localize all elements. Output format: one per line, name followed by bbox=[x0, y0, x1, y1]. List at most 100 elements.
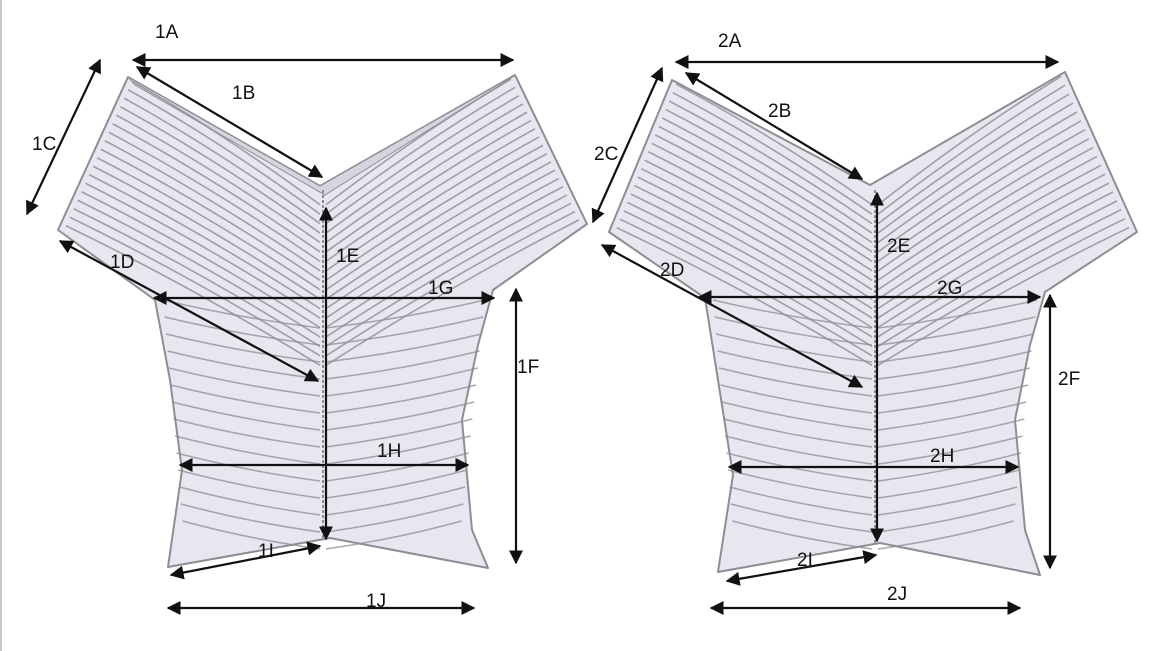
measure-1i-arrow bbox=[169, 541, 322, 580]
measure-2d-arrow bbox=[600, 244, 864, 388]
pleat-line bbox=[877, 191, 1114, 329]
pleat-line bbox=[325, 350, 480, 380]
pleat-line bbox=[729, 486, 873, 516]
pleat-line bbox=[325, 219, 580, 366]
measure-2i-arrow bbox=[725, 550, 878, 586]
pleat-line bbox=[325, 316, 484, 346]
pleat-line bbox=[723, 418, 873, 448]
pleat-line bbox=[877, 418, 1025, 448]
pleat-line bbox=[877, 384, 1029, 414]
pleat-line bbox=[325, 161, 552, 300]
label-2b: 2B bbox=[768, 101, 791, 122]
measure-1d-arrow bbox=[58, 240, 320, 382]
fabric-garment bbox=[57, 74, 588, 569]
pleat-line bbox=[877, 217, 1126, 357]
pleat-line bbox=[170, 384, 321, 414]
measurement-labels: 1A 1B 1C 1D 1E 1F 1G 1H 1I 1J bbox=[32, 22, 539, 612]
label-1f: 1F bbox=[517, 357, 539, 378]
label-1j: 1J bbox=[366, 591, 386, 612]
pleat-line bbox=[325, 486, 466, 516]
pleat-line bbox=[325, 169, 556, 310]
pleat-line bbox=[877, 350, 1032, 380]
pleat-line bbox=[325, 384, 477, 414]
pleat-line bbox=[325, 469, 468, 499]
pleat-line bbox=[325, 152, 548, 291]
label-1h: 1H bbox=[377, 441, 401, 462]
pleat-line bbox=[658, 125, 873, 253]
pleat-line bbox=[877, 520, 1014, 550]
pleat-line bbox=[180, 503, 321, 533]
label-2f: 2F bbox=[1058, 369, 1080, 390]
pleat-line bbox=[877, 316, 1036, 346]
pleat-line bbox=[325, 103, 524, 234]
pleat-line bbox=[877, 137, 1090, 272]
label-2h: 2H bbox=[930, 446, 954, 467]
pleat-line bbox=[877, 200, 1118, 338]
label-1g: 1G bbox=[428, 278, 453, 299]
measurement-arrows bbox=[26, 53, 523, 615]
pleat-line bbox=[877, 503, 1016, 533]
label-2j: 2J bbox=[887, 584, 907, 605]
fabric-garment bbox=[608, 71, 1138, 576]
pleat-line bbox=[325, 86, 516, 215]
figure-2-bodice: 2A 2B 2C 2D 2E 2F 2G 2H 2I 2J bbox=[591, 31, 1138, 615]
pleat-line bbox=[877, 111, 1078, 244]
pleat-line bbox=[877, 155, 1098, 291]
pleat-line bbox=[732, 520, 873, 550]
pleat-line bbox=[325, 210, 576, 357]
label-2d: 2D bbox=[660, 260, 684, 281]
pleat-line bbox=[177, 469, 321, 499]
pleat-line bbox=[325, 111, 528, 244]
pleat-line bbox=[877, 84, 1066, 215]
label-1d: 1D bbox=[110, 252, 134, 273]
measure-2b-arrow bbox=[684, 72, 864, 180]
measurement-labels: 2A 2B 2C 2D 2E 2F 2G 2H 2I 2J bbox=[594, 31, 1080, 605]
figure-1-bodice: 1A 1B 1C 1D 1E 1F 1G 1H 1I 1J bbox=[26, 22, 588, 615]
pleat-line bbox=[730, 503, 873, 533]
fabric-outline bbox=[608, 71, 1138, 576]
pleat-line bbox=[877, 367, 1030, 397]
pleat-line bbox=[720, 384, 873, 414]
pleat-line bbox=[179, 486, 321, 516]
label-2c: 2C bbox=[594, 144, 618, 165]
pleat-line bbox=[325, 367, 478, 397]
pleat-line bbox=[325, 520, 462, 550]
label-2g: 2G bbox=[937, 278, 962, 299]
measure-1b-arrow bbox=[135, 66, 324, 178]
pleat-line bbox=[325, 202, 572, 348]
label-1e: 1E bbox=[336, 246, 359, 267]
pleat-line bbox=[877, 401, 1027, 431]
label-2a: 2A bbox=[718, 31, 742, 52]
label-1c: 1C bbox=[32, 134, 56, 155]
label-1i: 1I bbox=[258, 541, 274, 562]
pleat-line bbox=[877, 333, 1034, 363]
measure-2c-arrow bbox=[591, 66, 664, 224]
pleat-line bbox=[877, 75, 1062, 206]
pleat-line bbox=[325, 78, 512, 206]
pleat-line bbox=[325, 186, 564, 329]
pleat-line bbox=[727, 469, 873, 499]
measure-1c-arrow bbox=[26, 58, 101, 216]
label-2e: 2E bbox=[887, 236, 910, 257]
pleat-line bbox=[171, 401, 321, 431]
pleat-line bbox=[877, 486, 1018, 516]
pleat-line bbox=[173, 418, 321, 448]
label-1a: 1A bbox=[155, 22, 179, 43]
pleat-line bbox=[325, 401, 475, 431]
pleat-line bbox=[325, 136, 540, 272]
pleat-line bbox=[877, 299, 1038, 329]
pleat-line bbox=[877, 120, 1082, 253]
pleat-line bbox=[325, 194, 568, 338]
pleat-line bbox=[877, 209, 1122, 348]
pleat-line bbox=[325, 95, 520, 225]
pleat-line bbox=[654, 134, 873, 263]
pleat-line bbox=[877, 173, 1106, 310]
pleat-line bbox=[877, 129, 1086, 263]
pleat-line bbox=[325, 333, 482, 363]
pleat-line bbox=[877, 93, 1070, 225]
pleat-line bbox=[325, 128, 536, 263]
measurement-arrows bbox=[591, 55, 1060, 615]
pleat-line bbox=[325, 503, 464, 533]
label-2i: 2I bbox=[797, 550, 813, 571]
